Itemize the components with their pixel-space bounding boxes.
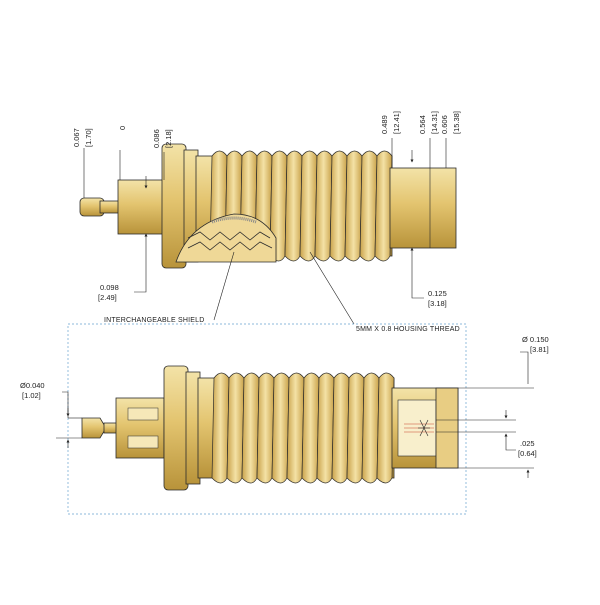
thread-crest — [331, 372, 350, 484]
front-nose — [389, 167, 457, 249]
dim-0098-mm: [2.49] — [98, 293, 117, 302]
dim-0564-mm: [14.31] — [430, 111, 439, 134]
dim-dia-0040-mm: [1.02] — [22, 391, 41, 400]
bottom-view — [67, 323, 467, 515]
dim-0489-in: 0.489 — [380, 115, 389, 134]
pin-shoulder — [99, 200, 121, 214]
dim-0067-mm: [1.70] — [84, 128, 93, 147]
dim-0125-in: 0.125 — [428, 289, 447, 298]
top-dim-labels: 0.067 [1.70] 0 0.086 [2.18] 0.489 [12.41… — [72, 111, 461, 333]
thread-crest — [256, 372, 275, 484]
dim-0086-in: 0.086 — [152, 129, 161, 148]
dim-0606-mm: [15.38] — [452, 111, 461, 134]
section-frame — [67, 323, 467, 515]
dim-0125-mm: [3.18] — [428, 299, 447, 308]
thread-crest — [271, 372, 290, 484]
dim-0067-in: 0.067 — [72, 128, 81, 147]
rear-collar — [117, 179, 165, 235]
thread-crest — [346, 372, 365, 484]
thread-crest — [301, 372, 320, 484]
dim-dia-0040-in: Ø0.040 — [20, 381, 45, 390]
thread-crest — [344, 150, 363, 262]
thread-crest — [329, 150, 348, 262]
thread-crest — [299, 150, 318, 262]
dim-0025-in: .025 — [520, 439, 535, 448]
thread-crest — [226, 372, 245, 484]
thread-crest — [314, 150, 333, 262]
thread-crests-bottom — [211, 372, 395, 484]
dim-zero: 0 — [118, 126, 127, 130]
dim-dia-0150-mm: [3.81] — [530, 345, 549, 354]
thread-crest — [241, 372, 260, 484]
section-rear-sleeve — [115, 397, 165, 459]
bottom-dim-labels: Ø0.040 [1.02] Ø 0.150 [3.81] .025 [0.64] — [20, 335, 549, 458]
section-pin — [81, 417, 107, 439]
callout-housing-thread: 5MM X 0.8 HOUSING THREAD — [356, 326, 460, 333]
top-view — [79, 138, 457, 325]
dim-0564-in: 0.564 — [418, 115, 427, 134]
bottom-dim-lines — [56, 351, 534, 478]
dim-0025-mm: [0.64] — [518, 449, 537, 458]
thread-crest — [211, 372, 230, 484]
dim-0098-in: 0.098 — [100, 283, 119, 292]
top-dim-lines — [83, 138, 447, 325]
thread-crest — [359, 150, 378, 262]
dim-dia-0150-in: Ø 0.150 — [522, 335, 549, 344]
thread-crest — [316, 372, 335, 484]
thread-crest — [286, 372, 305, 484]
thread-crest — [284, 150, 303, 262]
thread-crest — [361, 372, 380, 484]
interchangeable-shield — [175, 213, 277, 263]
dim-0489-mm: [12.41] — [392, 111, 401, 134]
callout-interchangeable-shield: INTERCHANGEABLE SHIELD — [104, 317, 204, 324]
thread-crest — [374, 150, 393, 262]
thread-crest — [376, 372, 395, 484]
section-flange — [163, 365, 189, 491]
dim-0086-mm: [2.18] — [164, 129, 173, 148]
dim-0606-in: 0.606 — [440, 115, 449, 134]
